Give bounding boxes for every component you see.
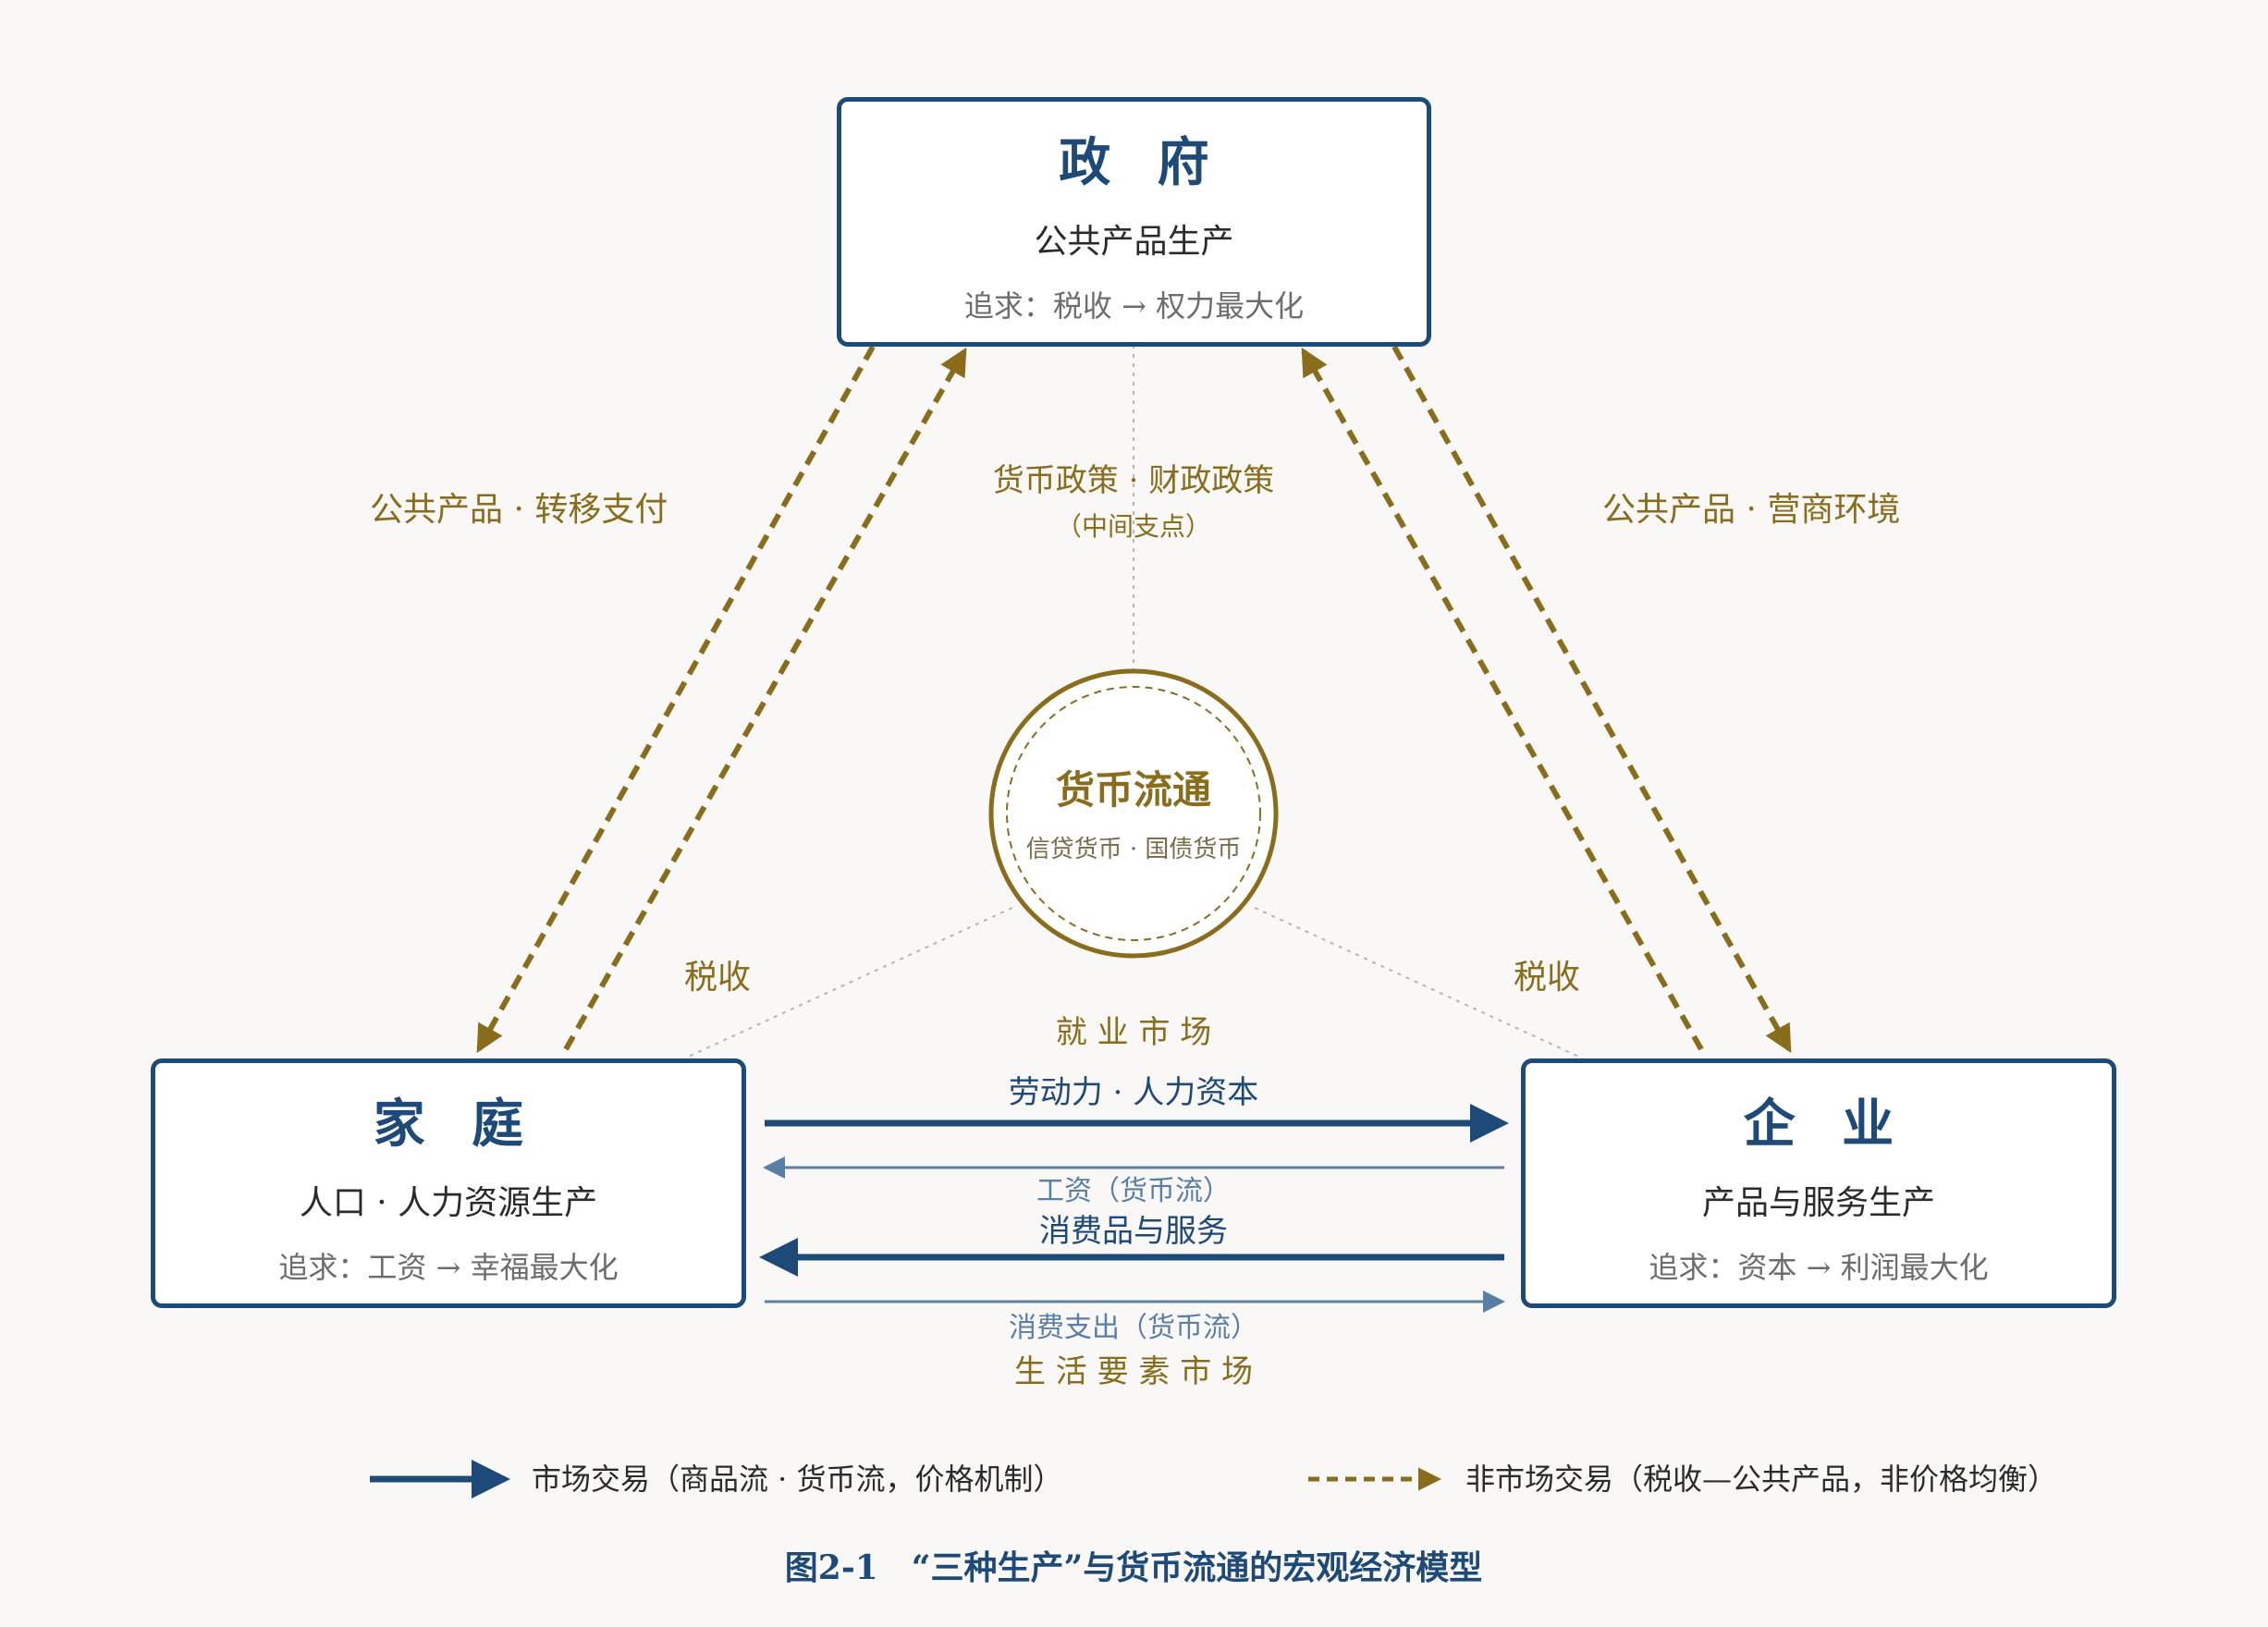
pivot-label: （中间支点） — [1055, 511, 1212, 542]
labor-market-label: 就 业 市 场 — [1055, 1014, 1212, 1051]
money-circulation-circle — [988, 668, 1279, 959]
government-role: 公共产品生产 — [1034, 223, 1234, 261]
money-circulation-title: 货币流通 — [1055, 767, 1212, 813]
money-circulation-subtitle: 信贷货币 · 国债货币 — [1025, 836, 1242, 863]
policy-label: 货币政策 · 财政政策 — [992, 462, 1275, 499]
wages-flow-label: 工资（货币流） — [1036, 1175, 1231, 1207]
arrow-gov-to-household — [476, 345, 876, 1054]
spending-flow-label: 消费支出（货币流） — [1009, 1312, 1258, 1344]
government-goal: 追求：税收 → 权力最大化 — [963, 288, 1305, 324]
government-name: 政府 — [1059, 132, 1257, 193]
household-role: 人口 · 人力资源生产 — [299, 1184, 598, 1222]
arrow-gov-to-enterprise — [1391, 345, 1792, 1054]
enterprise-name: 企业 — [1743, 1094, 1941, 1155]
right-public-goods-label: 公共产品 · 营商环境 — [1602, 491, 1901, 529]
legend-market-text: 市场交易（商品流 · 货币流，价格机制） — [532, 1462, 1063, 1497]
enterprise-role: 产品与服务生产 — [1701, 1184, 1935, 1222]
goods-flow-label: 消费品与服务 — [1039, 1213, 1228, 1250]
government-box: 政府 公共产品生产 追求：税收 → 权力最大化 — [837, 97, 1431, 347]
figure-caption: 图2-1 “三种生产”与货币流通的宏观经济模型 — [784, 1548, 1483, 1587]
enterprise-box: 企业 产品与服务生产 追求：资本 → 利润最大化 — [1521, 1058, 2116, 1308]
enterprise-goal: 追求：资本 → 利润最大化 — [1649, 1250, 1989, 1285]
left-tax-label: 税收 — [684, 959, 752, 997]
left-public-goods-label: 公共产品 · 转移支付 — [370, 491, 668, 529]
right-tax-label: 税收 — [1514, 959, 1581, 997]
labor-flow-label: 劳动力 · 人力资本 — [1008, 1074, 1259, 1111]
household-name: 家庭 — [373, 1094, 570, 1155]
arrow-enterprise-to-gov — [1301, 347, 1704, 1051]
living-market-label: 生 活 要 素 市 场 — [1013, 1353, 1254, 1390]
household-box: 家庭 人口 · 人力资源生产 追求：工资 → 幸福最大化 — [151, 1058, 746, 1308]
legend-non-market-text: 非市场交易（税收—公共产品，非价格均衡） — [1465, 1462, 2058, 1497]
household-goal: 追求：工资 → 幸福最大化 — [278, 1250, 619, 1285]
arrow-household-to-gov — [563, 347, 967, 1051]
money-circulation-inner-ring — [1006, 686, 1261, 941]
